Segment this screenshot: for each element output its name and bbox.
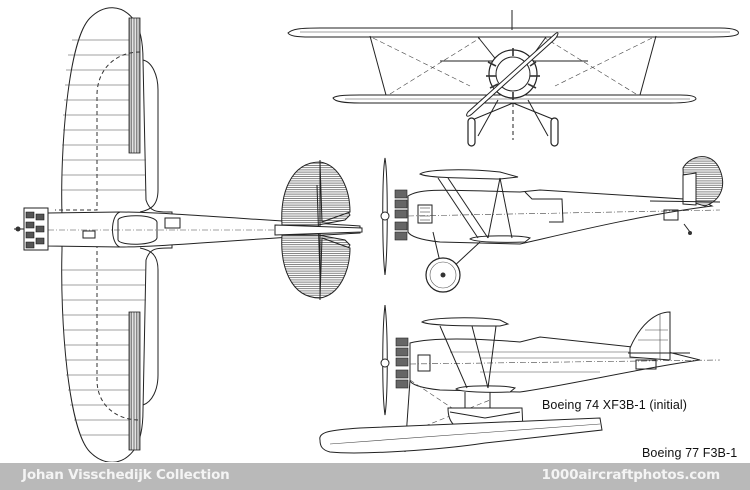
caption-boeing-74: Boeing 74 XF3B-1 (initial) xyxy=(542,398,688,412)
side-view-seaplane xyxy=(319,304,721,454)
front-view xyxy=(287,10,739,147)
radial-engine-top xyxy=(14,207,49,251)
three-view-drawing xyxy=(14,7,739,462)
horizontal-tail-plan xyxy=(274,160,363,300)
side-view-landplane xyxy=(380,156,724,293)
top-view xyxy=(14,7,363,462)
aircraft-line-art xyxy=(14,7,739,462)
website-link[interactable]: 1000aircraftphotos.com xyxy=(541,467,721,483)
caption-boeing-77: Boeing 77 F3B-1 xyxy=(642,446,738,460)
collection-credit: Johan Visschedijk Collection xyxy=(22,467,230,483)
watermark-footer: Johan Visschedijk Collection 1000aircraf… xyxy=(0,463,750,490)
